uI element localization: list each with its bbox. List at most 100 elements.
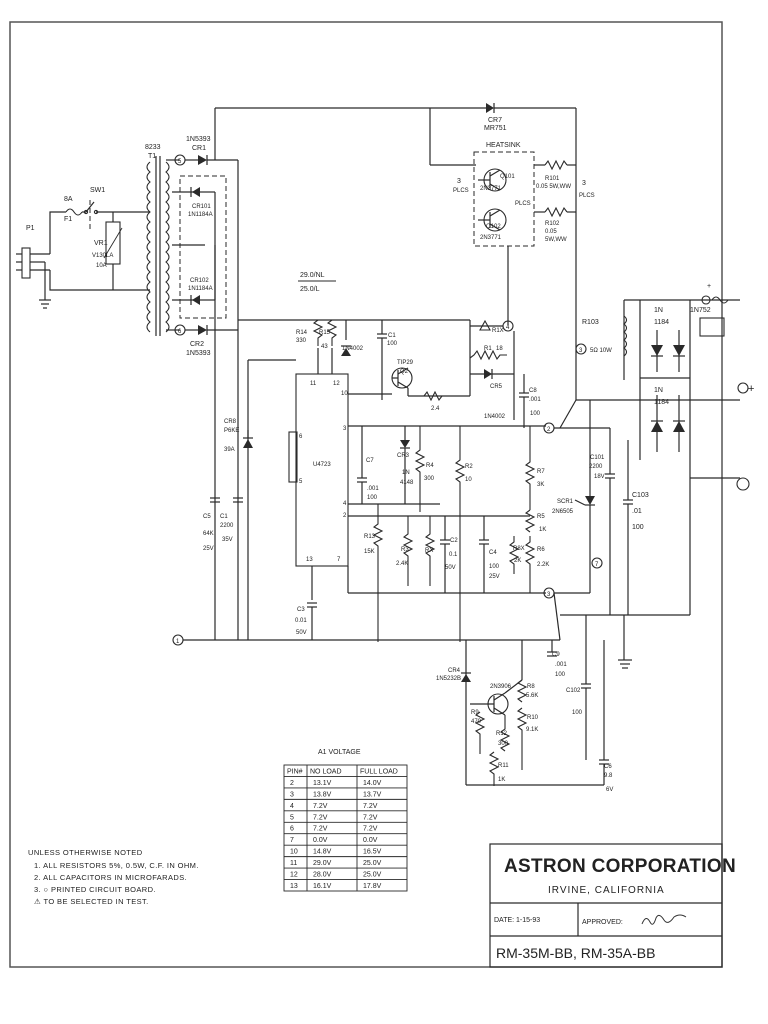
current-limit-section: CR4 1N5232B 2N3906 R9 470 R8 5.6K R10 9.… <box>436 615 613 793</box>
scr1-part: 2N6505 <box>552 509 574 515</box>
r6-label: R6 <box>537 547 545 553</box>
fuse-rating-label: 8A <box>64 196 73 203</box>
table-header-2: FULL LOAD <box>360 768 398 775</box>
r3-value: 2.4K <box>396 561 408 567</box>
r14-label: R14 <box>296 330 308 336</box>
plcs-left-num: 3 <box>457 178 461 185</box>
sense-section: R1X R1 18 CR5 1N4002 C8 .001 100 <box>469 319 541 428</box>
c102-value: 100 <box>572 710 583 716</box>
cr8-part: P6KE <box>224 428 239 434</box>
t1-part-label: 8233 <box>145 144 161 151</box>
sw1-label: SW1 <box>90 187 105 194</box>
r15-label: R15 <box>319 330 331 336</box>
c5-label: C5 <box>203 514 211 520</box>
note-line-1: 1. ALL RESISTORS 5%, 0.5W, C.F. IN OHM. <box>34 861 199 870</box>
pcb-pin-2: 2 <box>547 427 551 433</box>
cr2-part: 1N5393 <box>186 350 211 357</box>
table-header-0: PIN# <box>287 768 303 775</box>
r8-label: R8 <box>527 684 535 690</box>
r13-value: 15K <box>364 549 375 555</box>
driver-section: R14 330 R15 43 1N4002 C1 100 TIP29 Q2 2.… <box>296 319 471 412</box>
c4-value2: 25V <box>489 574 500 580</box>
table-cell-pin: 10 <box>290 849 298 856</box>
table-cell-full-load: 7.2V <box>363 814 378 821</box>
r9-value: 470 <box>471 719 482 725</box>
r102-label: R102 <box>545 221 560 227</box>
crowbar-section: C4 100 25V R7 3K R5 1K R6 2.2K R8X 2K SC… <box>479 400 610 641</box>
plcs-right-num: 3 <box>582 180 586 187</box>
pcb-pin-r103: 3 <box>579 348 583 354</box>
ic-pin-4: 4 <box>343 501 347 507</box>
plcs-right-label: PLCS <box>579 193 595 199</box>
ic-pin-13: 13 <box>306 557 313 563</box>
c4-label: C4 <box>489 550 497 556</box>
approver-signature <box>641 914 687 925</box>
plus-mark: + <box>707 283 711 290</box>
t1-label: T1 <box>148 153 156 160</box>
table-cell-full-load: 7.2V <box>363 826 378 833</box>
pcb-pin-7: 7 <box>595 562 599 568</box>
r8x-label: R8X <box>513 546 525 552</box>
r6-value: 2.2K <box>537 562 549 568</box>
ic-pin-10: 10 <box>341 391 348 397</box>
ic-pin-5: 5 <box>299 479 303 485</box>
cr7-label: CR7 <box>488 117 502 124</box>
table-cell-no-load: 13.1V <box>313 780 332 787</box>
approved-label: APPROVED: <box>582 919 623 926</box>
r4-value: 300 <box>424 476 435 482</box>
table-cell-no-load: 29.0V <box>313 860 332 867</box>
pcb-pin-4: 4 <box>506 325 510 331</box>
c1-value: 2200 <box>220 523 234 529</box>
ic-pin-7: 7 <box>337 557 341 563</box>
r7-label: R7 <box>537 469 545 475</box>
c1-label: C1 <box>220 514 228 520</box>
cr4-label: CR4 <box>448 668 461 674</box>
r102-value2: 5W,WW <box>545 237 567 243</box>
table-cell-pin: 6 <box>290 826 294 833</box>
table-cell-pin: 7 <box>290 837 294 844</box>
r1-value: 18 <box>496 346 503 352</box>
table-cell-no-load: 14.8V <box>313 849 332 856</box>
r102-value: 0.05 <box>545 229 557 235</box>
d1n752-label: 1N752 <box>690 307 711 314</box>
r2-label: R2 <box>465 464 473 470</box>
pcb-pin-1: 1 <box>176 639 180 645</box>
table-cell-pin: 12 <box>290 872 298 879</box>
c2-value: 0.1 <box>449 552 458 558</box>
r12-label: R12 <box>496 731 508 737</box>
c5-value: 64K <box>203 531 214 537</box>
table-cell-full-load: 17.8V <box>363 883 382 890</box>
rx-label: RX <box>425 548 433 554</box>
ic-pin-6: 6 <box>299 434 303 440</box>
transformer-t1: 8233 T1 <box>145 144 205 336</box>
table-cell-pin: 3 <box>290 791 294 798</box>
filter-section: CR8 P6KE 39A C5 64K 25V C1 2200 35V 1 <box>172 359 560 646</box>
c6-label: C6 <box>604 764 612 770</box>
cr5-label: CR5 <box>490 384 503 390</box>
plcs-left-label: PLCS <box>453 188 469 194</box>
r5-label: R5 <box>537 514 545 520</box>
cr1-label: CR1 <box>192 145 206 152</box>
r10-value: 9.1K <box>526 727 538 733</box>
diode-1184-a1: 1N <box>654 307 663 314</box>
c6-value: 9.8 <box>604 773 613 779</box>
c1a-label: C1 <box>388 333 396 339</box>
r8-value: 5.6K <box>526 693 538 699</box>
table-cell-pin: 13 <box>290 883 298 890</box>
q2-label: Q2 <box>400 369 409 375</box>
q102-label: Q102 <box>486 224 501 230</box>
table-cell-no-load: 7.2V <box>313 803 328 810</box>
r1x-label: R1X <box>492 328 504 334</box>
c103-value: .01 <box>632 508 642 515</box>
c9-value2: 100 <box>555 672 566 678</box>
output-section: R103 3 5Ω 10W 1N 1184 1N 1184 1N752 + + <box>560 283 754 669</box>
ic-label: U4723 <box>313 462 331 468</box>
r1-label: R1 <box>484 346 492 352</box>
cr4-part: 1N5232B <box>436 676 461 682</box>
c101-label: C101 <box>590 455 605 461</box>
rectifier-section: 5 6 1N5393 CR1 CR2 1N5393 CR101 1N1184A … <box>172 136 470 640</box>
c9-label: C9 <box>552 652 560 658</box>
r4-label: R4 <box>426 463 434 469</box>
r11-label: R11 <box>498 763 509 769</box>
